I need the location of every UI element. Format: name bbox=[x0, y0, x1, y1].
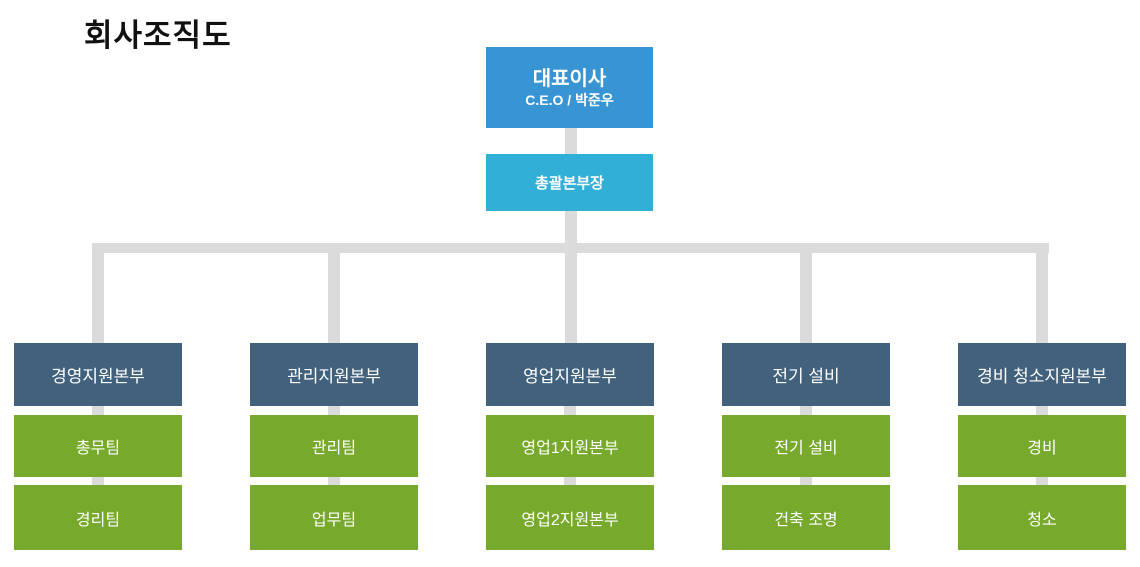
ceo-subtitle: C.E.O / 박준우 bbox=[525, 92, 614, 109]
team-box: 업무팀 bbox=[250, 485, 418, 550]
connector-team-to-team bbox=[92, 477, 104, 485]
team-box: 영업1지원본부 bbox=[486, 415, 654, 477]
connector-header-to-team bbox=[1036, 406, 1048, 415]
branch-header: 영업지원본부 bbox=[486, 343, 654, 406]
general-director-title: 총괄본부장 bbox=[534, 175, 604, 192]
connector-team-to-team bbox=[564, 477, 576, 485]
team-box: 경비 bbox=[958, 415, 1126, 477]
branch-sales-support: 영업지원본부 영업1지원본부 영업2지원본부 bbox=[486, 343, 654, 553]
team-box: 전기 설비 bbox=[722, 415, 890, 477]
connector-director-to-branches bbox=[565, 211, 577, 345]
branch-header: 경비 청소지원본부 bbox=[958, 343, 1126, 406]
connector-drop-branch-1 bbox=[92, 243, 104, 345]
team-box: 청소 bbox=[958, 485, 1126, 550]
connector-team-to-team bbox=[328, 477, 340, 485]
branch-management-support: 경영지원본부 총무팀 경리팀 bbox=[14, 343, 182, 553]
connector-team-to-team bbox=[800, 477, 812, 485]
connector-drop-branch-2 bbox=[328, 243, 340, 345]
page-title: 회사조직도 bbox=[84, 18, 232, 53]
team-box: 건축 조명 bbox=[722, 485, 890, 550]
team-box: 총무팀 bbox=[14, 415, 182, 477]
connector-drop-branch-4 bbox=[800, 243, 812, 345]
connector-drop-branch-5 bbox=[1036, 243, 1048, 345]
branch-header: 관리지원본부 bbox=[250, 343, 418, 406]
connector-horizontal-bar bbox=[92, 243, 1049, 253]
connector-team-to-team bbox=[1036, 477, 1048, 485]
connector-ceo-to-director bbox=[565, 128, 577, 154]
ceo-title: 대표이사 bbox=[532, 68, 607, 91]
branch-header: 전기 설비 bbox=[722, 343, 890, 406]
connector-header-to-team bbox=[564, 406, 576, 415]
ceo-box: 대표이사 C.E.O / 박준우 bbox=[486, 47, 653, 128]
connector-header-to-team bbox=[800, 406, 812, 415]
branch-electrical-facilities: 전기 설비 전기 설비 건축 조명 bbox=[722, 343, 890, 553]
team-box: 경리팀 bbox=[14, 485, 182, 550]
team-box: 관리팀 bbox=[250, 415, 418, 477]
branch-header: 경영지원본부 bbox=[14, 343, 182, 406]
team-box: 영업2지원본부 bbox=[486, 485, 654, 550]
branch-admin-support: 관리지원본부 관리팀 업무팀 bbox=[250, 343, 418, 553]
branch-security-cleaning-support: 경비 청소지원본부 경비 청소 bbox=[958, 343, 1126, 553]
connector-header-to-team bbox=[92, 406, 104, 415]
general-director-box: 총괄본부장 bbox=[486, 154, 653, 211]
connector-header-to-team bbox=[328, 406, 340, 415]
